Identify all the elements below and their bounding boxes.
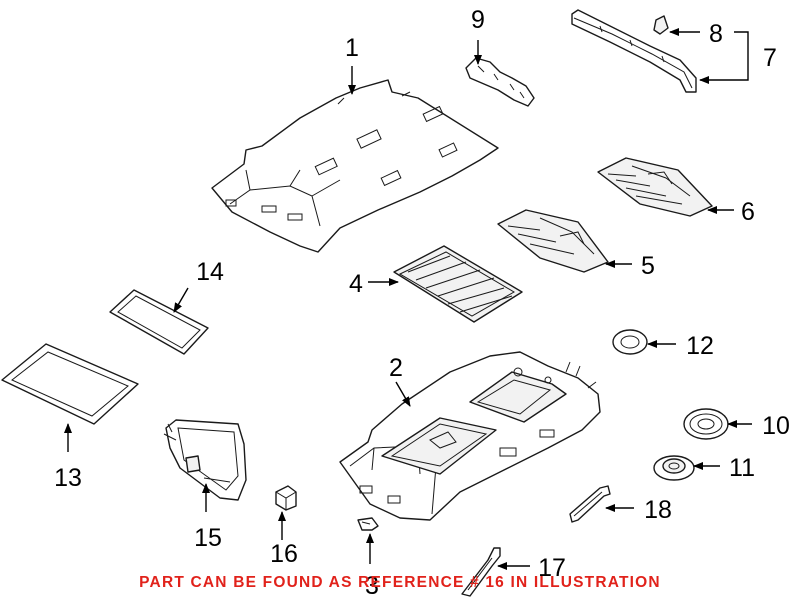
visor-clip: [275, 485, 297, 511]
sunroof-seal-small: [109, 289, 209, 355]
sun-visor: [163, 419, 247, 501]
bracket-7: [734, 31, 749, 81]
callout-16: 16: [270, 540, 298, 568]
callout-3: 3: [365, 572, 379, 600]
rail-clip: [653, 15, 669, 35]
callout-13: 13: [54, 464, 82, 492]
callout-15: 15: [194, 524, 222, 552]
callout-9: 9: [471, 6, 485, 34]
headliner-upper: [211, 79, 499, 253]
callout-12: 12: [686, 332, 714, 360]
leader-lines: [64, 28, 752, 570]
roof-bracket: [465, 57, 535, 107]
grab-handle-lower: [461, 547, 501, 597]
speaker-cover: [683, 408, 729, 440]
callout-11: 11: [729, 454, 755, 482]
callout-18: 18: [644, 496, 672, 524]
callout-8: 8: [709, 20, 723, 48]
sunroof-seal-large: [1, 343, 139, 425]
callout-17: 17: [538, 554, 566, 582]
callout-2: 2: [389, 354, 403, 382]
leader-14: [173, 287, 189, 313]
roof-panel-rear: [597, 157, 713, 217]
callout-10: 10: [762, 412, 790, 440]
headliner-lower-sunroof: [339, 351, 601, 521]
callout-5: 5: [641, 252, 655, 280]
speaker: [653, 455, 695, 481]
grab-handle-right: [569, 485, 611, 523]
reference-note: PART CAN BE FOUND AS REFERENCE # 16 IN I…: [139, 574, 661, 591]
sunroof-shade: [393, 245, 523, 323]
grommet: [612, 329, 648, 355]
callout-7: 7: [763, 44, 777, 72]
roof-panel-middle: [497, 209, 609, 273]
callout-6: 6: [741, 198, 755, 226]
clip-lower: [357, 517, 379, 531]
callout-4: 4: [349, 270, 363, 298]
callout-14: 14: [196, 258, 224, 286]
callout-1: 1: [345, 34, 359, 62]
roof-rail: [571, 9, 697, 93]
callout-numbers: 1 2 4 5 6 7 8 9 10 11 12 13 14 15 16 17 …: [54, 6, 790, 600]
leader-2: [395, 381, 411, 407]
